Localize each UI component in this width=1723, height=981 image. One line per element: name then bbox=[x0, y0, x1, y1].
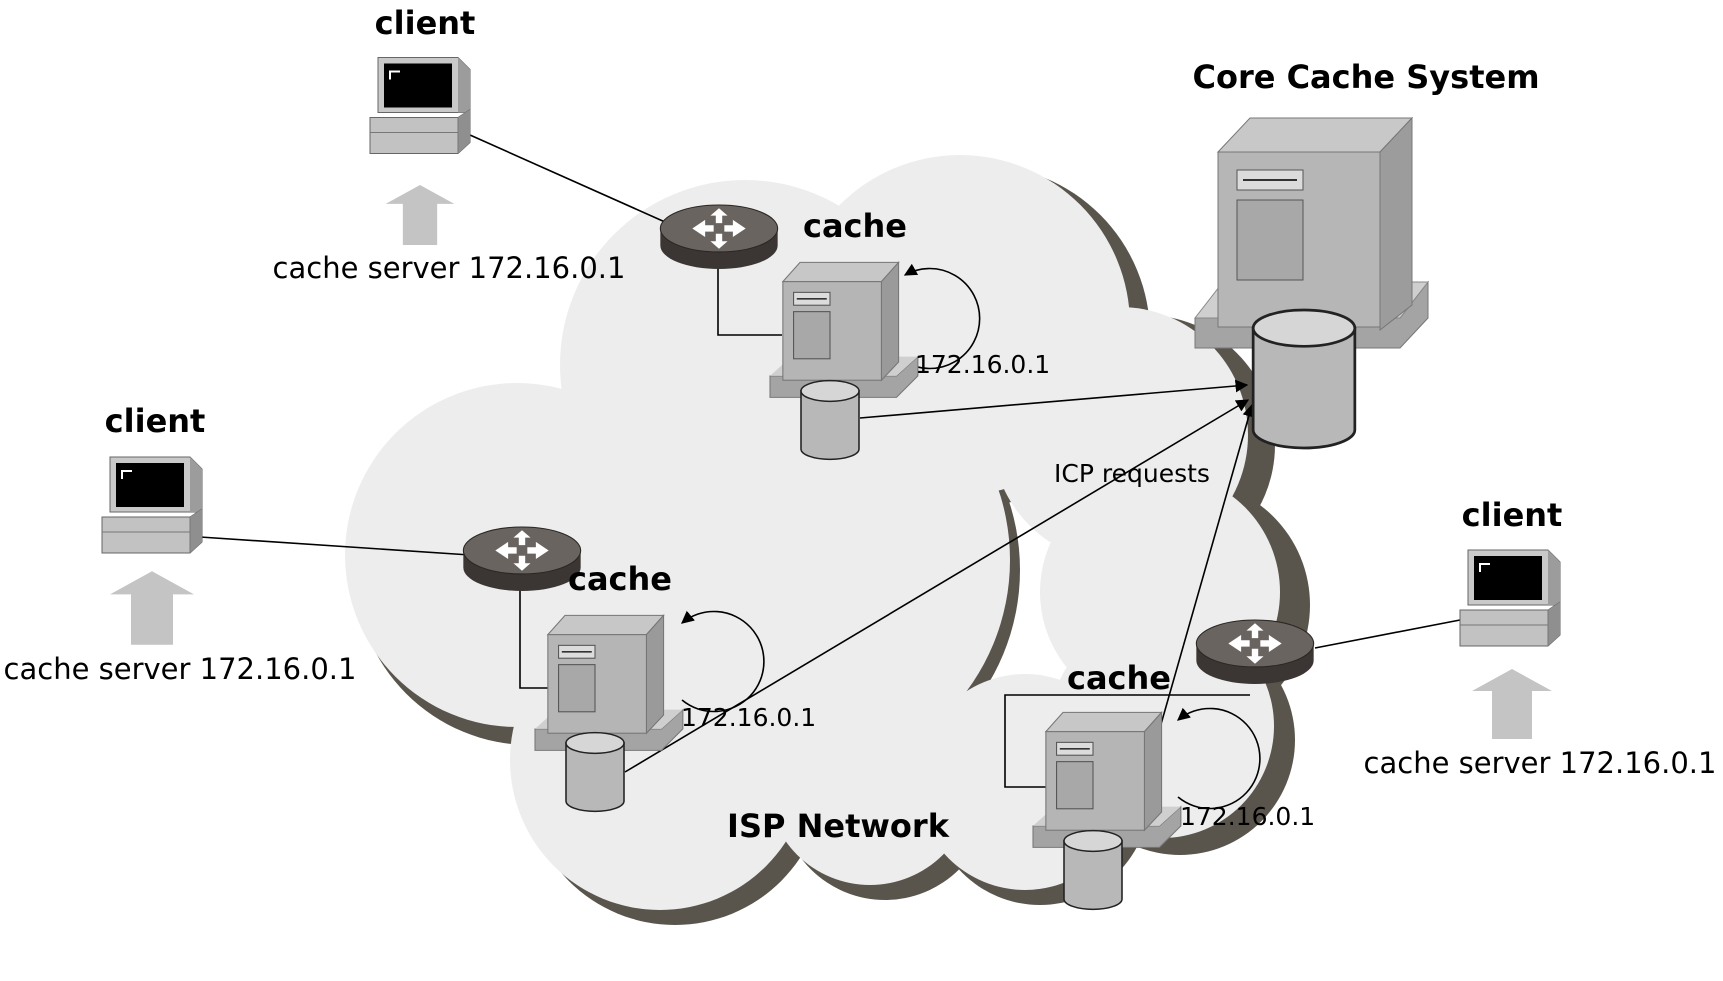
up-arrow-icon bbox=[385, 185, 455, 245]
computer-icon bbox=[100, 455, 204, 555]
up-arrow-icon bbox=[1472, 669, 1552, 739]
computer-icon bbox=[368, 56, 472, 155]
cache-server-icon bbox=[1032, 711, 1182, 849]
disk-icon bbox=[1063, 829, 1123, 911]
core-cache-system bbox=[1193, 116, 1430, 450]
router-icon bbox=[1195, 619, 1315, 685]
client-3-label: client bbox=[1462, 496, 1563, 534]
cache-server-icon bbox=[534, 614, 684, 752]
cache-1-label: cache bbox=[803, 207, 907, 245]
computer-icon bbox=[1458, 548, 1562, 648]
client-1-label: client bbox=[375, 4, 476, 42]
link-router1-cache1 bbox=[717, 262, 782, 336]
cache2-self-loop bbox=[681, 610, 765, 713]
router-icon bbox=[462, 526, 582, 592]
cache1-self-loop bbox=[903, 263, 981, 370]
link-client2-router2 bbox=[199, 536, 471, 556]
cache-2-label: cache bbox=[568, 560, 672, 598]
client-1-caption: cache server 172.16.0.1 bbox=[273, 251, 626, 285]
core-cache-system-title: Core Cache System bbox=[1192, 58, 1539, 96]
disk-icon bbox=[565, 731, 625, 813]
cache-3-ip: 172.16.0.1 bbox=[1180, 802, 1315, 831]
disk-icon bbox=[800, 379, 860, 461]
isp-network-label: ISP Network bbox=[727, 807, 950, 845]
cache-2-ip: 172.16.0.1 bbox=[681, 703, 816, 732]
router-icon bbox=[659, 204, 779, 270]
client-1 bbox=[368, 56, 472, 245]
cache-1-ip: 172.16.0.1 bbox=[915, 350, 1050, 379]
link-client1-router1 bbox=[469, 134, 666, 223]
icp-request-cache2 bbox=[624, 399, 1250, 773]
link-router3-cache3 bbox=[1004, 694, 1250, 788]
client-2-label: client bbox=[105, 402, 206, 440]
up-arrow-icon bbox=[110, 571, 194, 645]
cache-3-label: cache bbox=[1067, 659, 1171, 697]
cache3-self-loop bbox=[1177, 707, 1261, 810]
client-2 bbox=[100, 455, 204, 645]
icp-request-cache1 bbox=[859, 379, 1249, 419]
client-3 bbox=[1458, 548, 1562, 739]
client-3-caption: cache server 172.16.0.1 bbox=[1364, 746, 1717, 780]
cache-server-icon bbox=[769, 261, 919, 399]
icp-requests-label: ICP requests bbox=[1054, 459, 1210, 488]
link-client3-router3 bbox=[1314, 619, 1461, 649]
disk-icon bbox=[1251, 308, 1357, 450]
client-2-caption: cache server 172.16.0.1 bbox=[4, 652, 357, 686]
